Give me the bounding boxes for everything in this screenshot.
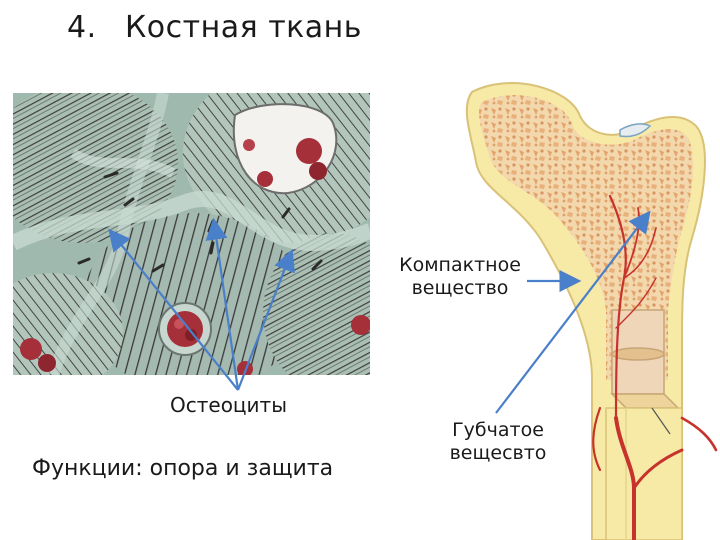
osteocytes-label: Остеоциты [170, 393, 287, 417]
slide-number: 4. [67, 10, 97, 45]
slide-title: 4. Костная ткань [67, 10, 362, 45]
compact-label-line2: вещество [411, 277, 509, 299]
spongy-label-line2: вещесвто [449, 442, 547, 464]
femur-illustration [465, 82, 718, 540]
slide-title-text: Костная ткань [125, 10, 362, 45]
compact-substance-label: Компактное вещество [395, 254, 525, 300]
spongy-substance-label: Губчатое вещесвто [438, 419, 558, 465]
bone-tissue-micrograph [13, 93, 370, 375]
functions-caption: Функции: опора и защита [32, 456, 334, 481]
spongy-label-line1: Губчатое [452, 419, 544, 441]
compact-label-line1: Компактное [399, 254, 521, 276]
